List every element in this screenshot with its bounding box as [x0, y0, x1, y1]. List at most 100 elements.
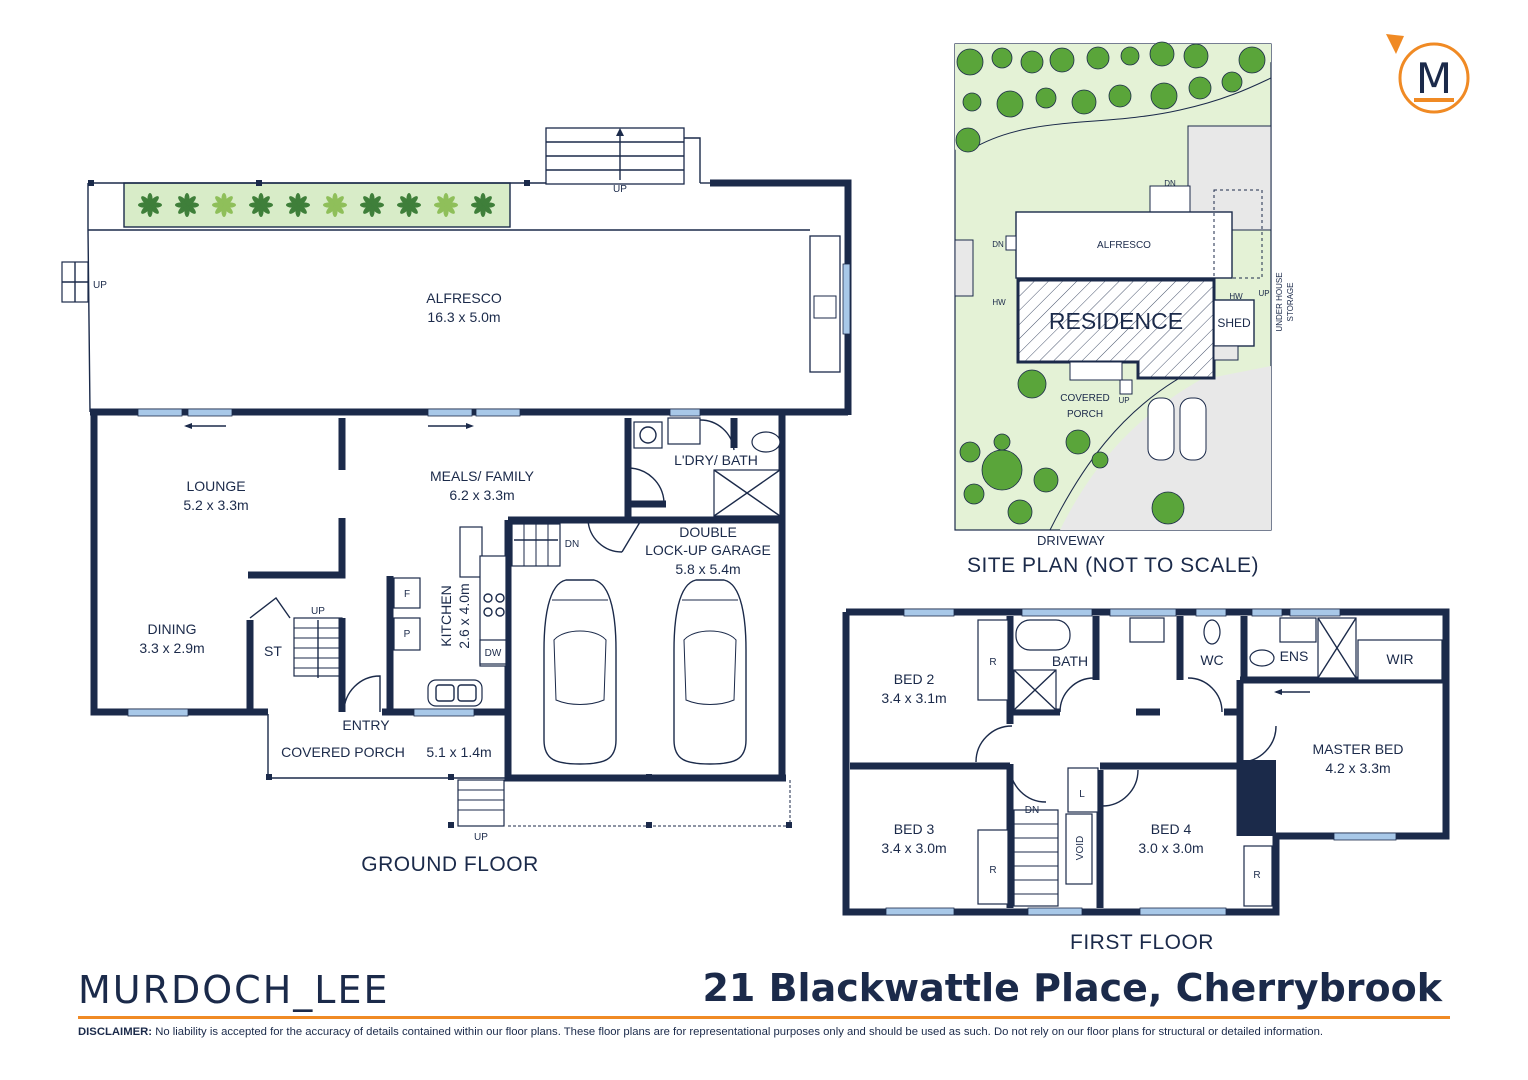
site-dn-label-side: DN: [992, 240, 1004, 249]
tree-icon: [1086, 46, 1110, 70]
tree-icon: [1007, 499, 1033, 525]
site-alfresco-label: ALFRESCO: [1097, 240, 1151, 251]
plant-icon: [397, 193, 421, 217]
bed2-name: BED 2: [894, 671, 935, 687]
tree-icon: [1049, 47, 1075, 73]
car-right: [673, 579, 747, 765]
site-hw-label-right: HW: [1229, 292, 1243, 301]
master-bed-dims: 4.2 x 3.3m: [1325, 760, 1390, 776]
tree-icon: [996, 90, 1024, 118]
tree-icon: [1238, 46, 1266, 74]
site-dn-label-rear: DN: [1164, 179, 1176, 188]
side-stairs-up-label: UP: [93, 280, 107, 291]
lounge-name: LOUNGE: [186, 478, 245, 494]
tree-icon: [955, 127, 981, 153]
garage-name-line1: DOUBLE: [679, 524, 737, 540]
brand-logo-letter: M: [1416, 54, 1452, 103]
footer-divider: [78, 1016, 1450, 1019]
dining-dims: 3.3 x 2.9m: [139, 640, 204, 656]
bed3-name: BED 3: [894, 821, 935, 837]
storage-label: ST: [264, 643, 282, 659]
tree-icon: [1071, 89, 1097, 115]
plant-icon: [323, 193, 347, 217]
site-side-up-label: UP: [1258, 289, 1269, 298]
wc-label: WC: [1200, 652, 1223, 668]
first-stairs-dn-label: DN: [1025, 805, 1039, 816]
disclaimer-label: DISCLAIMER:: [78, 1026, 153, 1038]
plant-icon: [360, 193, 384, 217]
tree-icon: [1150, 82, 1178, 110]
tree-icon: [1221, 71, 1243, 93]
garage-stairs-dn-label: DN: [565, 539, 579, 550]
garage-dims: 5.8 x 5.4m: [675, 561, 740, 577]
ground-stairs-up-label: UP: [311, 606, 325, 617]
bed2-robe-label: R: [989, 657, 996, 668]
porch-name: COVERED PORCH: [281, 744, 405, 760]
tree-icon: [1151, 491, 1185, 525]
fridge-label: F: [404, 589, 410, 600]
site-trees: [955, 41, 1266, 525]
site-porch-line2: PORCH: [1067, 409, 1103, 420]
car-left: [543, 579, 617, 765]
meals-name: MEALS/ FAMILY: [430, 468, 535, 484]
tree-icon: [1108, 84, 1132, 108]
linen-label: L: [1079, 789, 1085, 800]
bed4-name: BED 4: [1151, 821, 1192, 837]
tree-icon: [981, 449, 1023, 491]
first-floor-plan: BED 2 3.4 x 3.1m BED 3 3.4 x 3.0m BED 4 …: [842, 608, 1450, 954]
brand-logo: M: [1386, 34, 1470, 114]
tree-icon: [1091, 451, 1109, 469]
tree-icon: [991, 47, 1013, 69]
laundry-name: L'DRY/ BATH: [674, 452, 758, 468]
tree-icon: [959, 441, 981, 463]
first-floor-title: FIRST FLOOR: [1070, 931, 1214, 954]
disclaimer-text: No liability is accepted for the accurac…: [155, 1026, 1323, 1038]
site-residence-label: RESIDENCE: [1049, 308, 1183, 334]
alfresco-dims: 16.3 x 5.0m: [427, 309, 500, 325]
entry-label: ENTRY: [342, 717, 390, 733]
tree-icon: [993, 433, 1011, 451]
ground-floor-title: GROUND FLOOR: [361, 853, 539, 876]
plant-icon: [175, 193, 199, 217]
ensuite-label: ENS: [1280, 648, 1309, 664]
alfresco-name: ALFRESCO: [426, 290, 502, 306]
dining-name: DINING: [148, 621, 197, 637]
meals-dims: 6.2 x 3.3m: [449, 487, 514, 503]
site-shed-label: SHED: [1217, 316, 1251, 330]
porch-steps-up-label: UP: [474, 832, 488, 843]
site-under-house-line1: UNDER HOUSE: [1275, 272, 1284, 331]
bed2-dims: 3.4 x 3.1m: [881, 690, 946, 706]
brand-name: MURDOCH_LEE: [78, 968, 390, 1012]
site-under-house-line2: STORAGE: [1286, 283, 1295, 322]
site-alfresco: [1015, 211, 1233, 279]
tree-icon: [1035, 87, 1057, 109]
tree-icon: [956, 48, 984, 76]
dishwasher-label: DW: [485, 648, 502, 659]
tree-icon: [1017, 369, 1047, 399]
bed4-dims: 3.0 x 3.0m: [1138, 840, 1203, 856]
alfresco-stairs-up-label: UP: [613, 184, 627, 195]
tree-icon: [1149, 41, 1175, 67]
bed4-robe-label: R: [1253, 870, 1260, 881]
master-bed-name: MASTER BED: [1312, 741, 1403, 757]
tree-icon: [963, 483, 985, 505]
plant-icon: [286, 193, 310, 217]
kitchen-name: KITCHEN: [438, 585, 454, 646]
tree-icon: [1120, 46, 1140, 66]
kitchen-dims: 2.6 x 4.0m: [456, 583, 472, 648]
plant-icon: [249, 193, 273, 217]
plant-icon: [434, 193, 458, 217]
tree-icon: [1188, 76, 1212, 100]
plant-icon: [212, 193, 236, 217]
tree-icon: [1065, 429, 1091, 455]
tree-icon: [962, 92, 982, 112]
bed3-dims: 3.4 x 3.0m: [881, 840, 946, 856]
disclaimer: DISCLAIMER: No liability is accepted for…: [78, 1026, 1458, 1038]
tree-icon: [1183, 43, 1209, 69]
property-address: 21 Blackwattle Place, Cherrybrook: [702, 966, 1442, 1010]
site-porch-line1: COVERED: [1060, 393, 1109, 404]
void-label: VOID: [1075, 836, 1086, 860]
site-porch-up-label: UP: [1118, 396, 1129, 405]
bath-label: BATH: [1052, 653, 1088, 669]
